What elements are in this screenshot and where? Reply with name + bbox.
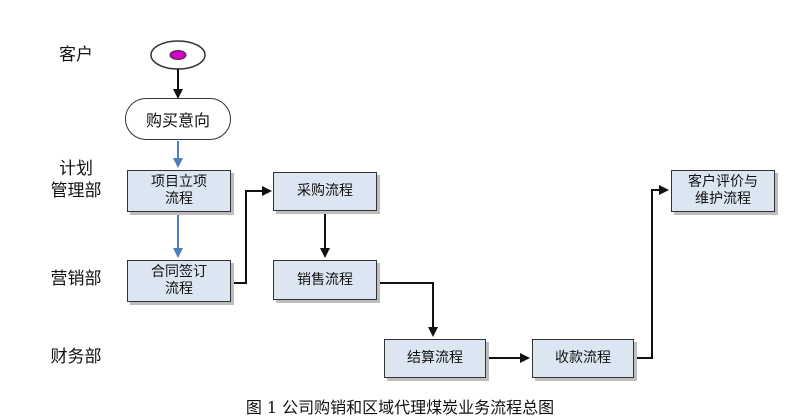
start-dot xyxy=(169,50,187,60)
lane-planning-line2: 管理部 xyxy=(50,181,102,201)
lane-customer: 客户 xyxy=(59,45,93,65)
arrow-sales-to-settlement xyxy=(378,282,438,337)
node-contract-signing: 合同签订 流程 xyxy=(127,260,231,302)
node-procurement-label: 采购流程 xyxy=(297,183,353,199)
lane-finance: 财务部 xyxy=(50,347,102,367)
node-collection-label: 收款流程 xyxy=(555,350,611,366)
lane-marketing: 营销部 xyxy=(50,269,102,289)
node-customer-evaluation: 客户评价与 维护流程 xyxy=(671,170,775,212)
node-evaluation-line2: 维护流程 xyxy=(695,191,751,207)
node-project-setup: 项目立项 流程 xyxy=(127,170,231,212)
node-project-setup-line2: 流程 xyxy=(165,191,193,207)
node-purchase-intent-label: 购买意向 xyxy=(145,111,210,130)
node-contract-line2: 流程 xyxy=(165,281,193,297)
lane-planning-line1: 计划 xyxy=(59,159,93,179)
node-sales-label: 销售流程 xyxy=(297,271,353,288)
node-evaluation-line1: 客户评价与 xyxy=(688,174,758,190)
node-settlement: 结算流程 xyxy=(384,339,486,378)
node-procurement: 采购流程 xyxy=(273,172,377,211)
figure-caption: 图 1 公司购销和区域代理煤炭业务流程总图 xyxy=(245,398,555,417)
node-collection: 收款流程 xyxy=(532,339,634,378)
arrow-contract-to-procurement xyxy=(232,186,272,284)
node-contract-line1: 合同签订 xyxy=(151,264,207,280)
arrow-collection-to-evaluation xyxy=(634,185,669,359)
node-sales: 销售流程 xyxy=(273,260,377,300)
node-project-setup-line1: 项目立项 xyxy=(151,174,207,190)
node-purchase-intent: 购买意向 xyxy=(125,98,231,140)
node-settlement-label: 结算流程 xyxy=(407,350,463,366)
